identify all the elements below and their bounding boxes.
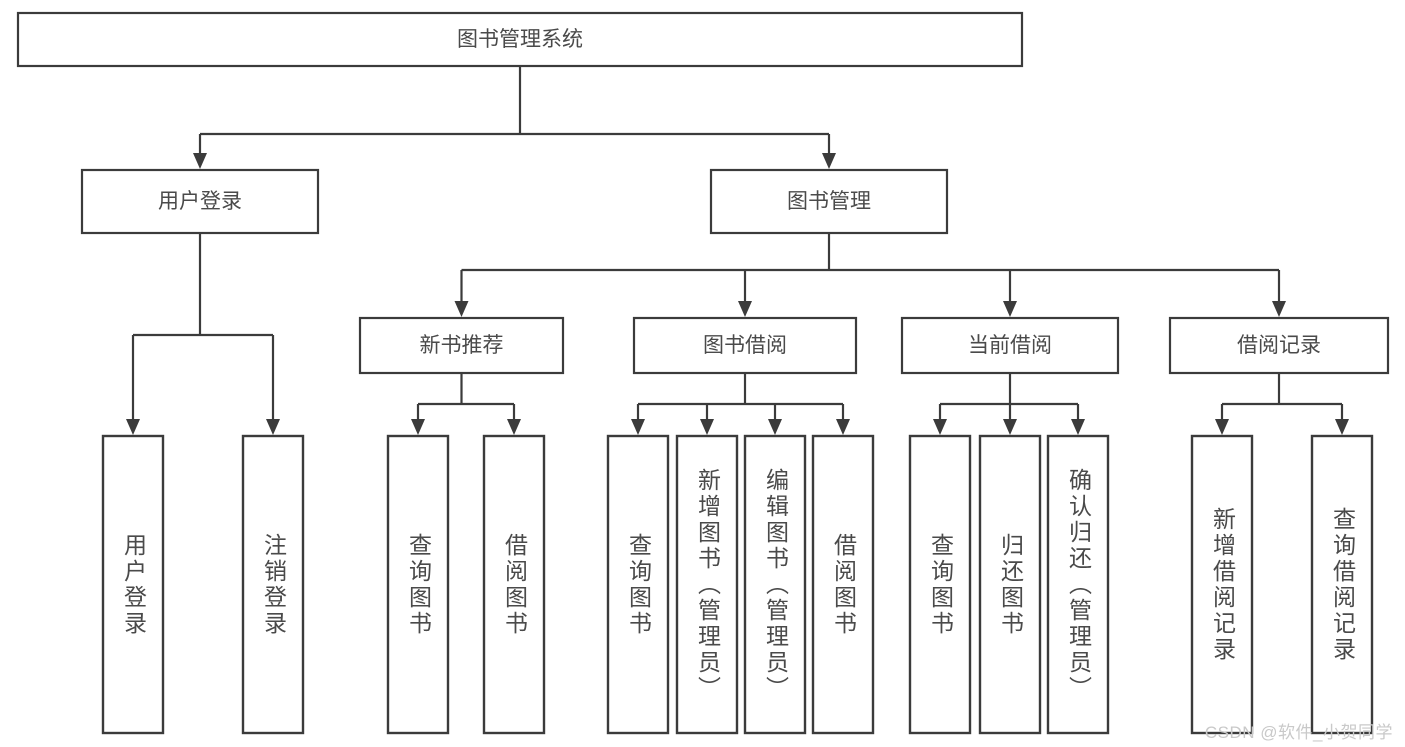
node-borrow-record[interactable]: 借阅记录 — [1168, 316, 1390, 375]
userlogin-to-leaves-arrow-1 — [266, 419, 280, 435]
current-borrow-to-leaves-arrow-0 — [933, 419, 947, 435]
node-book-manage[interactable]: 图书管理 — [709, 168, 949, 235]
bookmanage-to-level2-arrow-1 — [738, 301, 752, 317]
node-root-label: 图书管理系统 — [457, 28, 583, 51]
leaf-node-leaf-logout-box[interactable] — [241, 434, 305, 735]
leaf-node-leaf-add-record-box[interactable] — [1190, 434, 1254, 735]
node-book-manage-box[interactable] — [709, 168, 949, 235]
leaf-node-leaf-query-book-3-box[interactable] — [908, 434, 972, 735]
userlogin-to-leaves-arrow-0 — [126, 419, 140, 435]
leaf-node-leaf-borrow-book-2-box[interactable] — [811, 434, 875, 735]
node-root-box[interactable] — [16, 11, 1024, 68]
root-to-level1-arrow-1 — [822, 153, 836, 169]
node-new-book-recommend[interactable]: 新书推荐 — [358, 316, 565, 375]
node-book-borrow-label: 图书借阅 — [703, 334, 787, 357]
node-user-login-box[interactable] — [80, 168, 320, 235]
node-current-borrow-label: 当前借阅 — [968, 334, 1052, 357]
bookmanage-to-level2-arrow-2 — [1003, 301, 1017, 317]
node-book-manage-label: 图书管理 — [787, 190, 871, 213]
book-borrow-to-leaves-arrow-2 — [768, 419, 782, 435]
current-borrow-to-leaves-arrow-1 — [1003, 419, 1017, 435]
leaf-node-leaf-borrow-book-1-box[interactable] — [482, 434, 546, 735]
leaf-node-leaf-return-book-box[interactable] — [978, 434, 1042, 735]
book-borrow-to-leaves-arrow-1 — [700, 419, 714, 435]
node-book-borrow[interactable]: 图书借阅 — [632, 316, 858, 375]
node-new-book-recommend-box[interactable] — [358, 316, 565, 375]
book-borrow-to-leaves-arrow-3 — [836, 419, 850, 435]
new-book-recommend-to-leaves-arrow-0 — [411, 419, 425, 435]
leaf-node-leaf-user-login-box[interactable] — [101, 434, 165, 735]
node-borrow-record-label: 借阅记录 — [1237, 334, 1321, 357]
new-book-recommend-to-leaves-arrow-1 — [507, 419, 521, 435]
node-new-book-recommend-label: 新书推荐 — [420, 334, 504, 357]
node-borrow-record-box[interactable] — [1168, 316, 1390, 375]
book-borrow-to-leaves-arrow-0 — [631, 419, 645, 435]
csdn-watermark: CSDN @软件_小贺同学 — [1204, 723, 1393, 742]
borrow-record-to-leaves-arrow-0 — [1215, 419, 1229, 435]
leaf-node-leaf-add-book-box[interactable] — [675, 434, 739, 735]
leaf-node-leaf-query-book-2-box[interactable] — [606, 434, 670, 735]
node-book-borrow-box[interactable] — [632, 316, 858, 375]
node-user-login[interactable]: 用户登录 — [80, 168, 320, 235]
connector-layer — [126, 66, 1349, 435]
root-to-level1-arrow-0 — [193, 153, 207, 169]
bookmanage-to-level2-arrow-3 — [1272, 301, 1286, 317]
node-current-borrow[interactable]: 当前借阅 — [900, 316, 1120, 375]
bookmanage-to-level2-arrow-0 — [454, 301, 469, 317]
borrow-record-to-leaves-arrow-1 — [1335, 419, 1349, 435]
leaf-node-leaf-query-book-1-box[interactable] — [386, 434, 450, 735]
current-borrow-to-leaves-arrow-2 — [1071, 419, 1085, 435]
leaf-node-leaf-query-record-box[interactable] — [1310, 434, 1374, 735]
node-user-login-label: 用户登录 — [158, 190, 242, 213]
leaf-node-leaf-confirm-return-box[interactable] — [1046, 434, 1110, 735]
leaf-node-leaf-edit-book-box[interactable] — [743, 434, 807, 735]
node-root[interactable]: 图书管理系统 — [16, 11, 1024, 68]
node-current-borrow-box[interactable] — [900, 316, 1120, 375]
